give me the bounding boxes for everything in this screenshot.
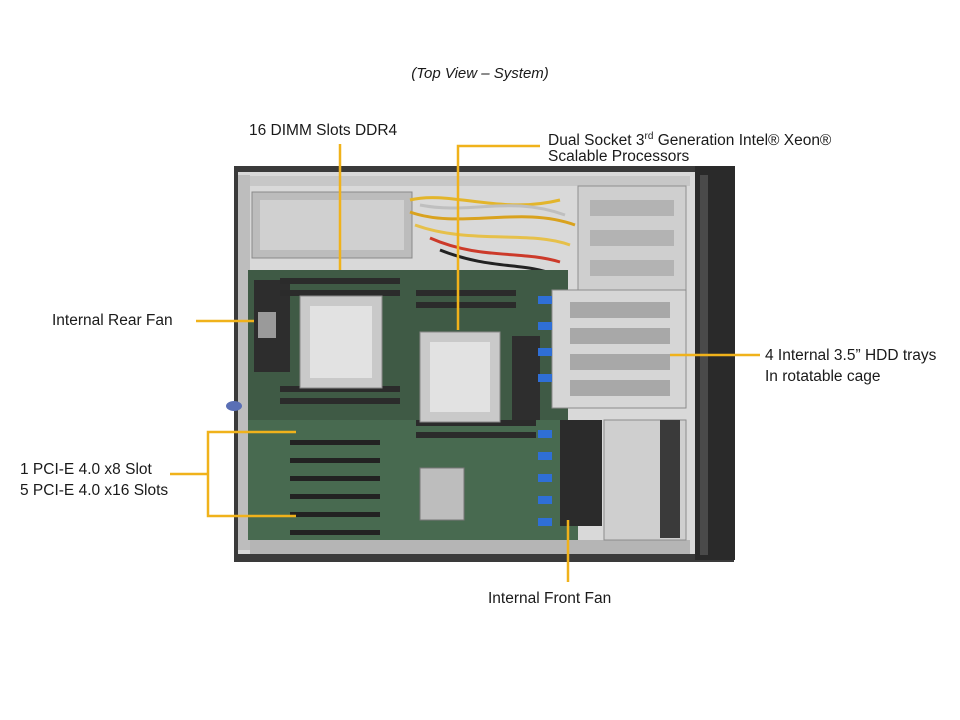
optical-bay xyxy=(577,185,687,291)
callout-pcie-line1: 1 PCI-E 4.0 x8 Slot xyxy=(20,461,152,478)
cpu-heatsinks xyxy=(299,295,540,423)
chassis-latch xyxy=(226,401,242,411)
callout-pcie-line2: 5 PCI-E 4.0 x16 Slots xyxy=(20,482,169,499)
chipset xyxy=(419,467,465,521)
power-supply xyxy=(251,191,413,259)
leader-lines xyxy=(170,144,760,582)
callout-cpu-line1-sup: rd xyxy=(644,131,654,142)
callout-hdd-line1: 4 Internal 3.5” HDD trays xyxy=(765,347,937,364)
callout-cpu-line1-b: Generation Intel® Xeon® xyxy=(653,132,832,150)
callout-dimm: 16 DIMM Slots DDR4 xyxy=(249,122,398,139)
callout-cpu-line1: Dual Socket 3rd Generation Intel® Xeon® xyxy=(548,127,831,151)
dimm-slots xyxy=(280,278,536,438)
callout-front-fan: Internal Front Fan xyxy=(488,590,612,607)
pcie-slots xyxy=(290,440,380,535)
callout-rear-fan: Internal Rear Fan xyxy=(52,312,173,329)
callout-cpu-line2: Scalable Processors xyxy=(548,148,690,165)
callout-cpu-line1-a: Dual Socket 3 xyxy=(548,132,645,150)
view-title: (Top View – System) xyxy=(411,65,549,82)
front-fan xyxy=(560,419,687,541)
drive-tray-clips xyxy=(538,296,552,526)
callout-hdd-line2: In rotatable cage xyxy=(765,368,881,385)
cpu-leader xyxy=(456,144,540,330)
hdd-cage xyxy=(551,289,687,409)
